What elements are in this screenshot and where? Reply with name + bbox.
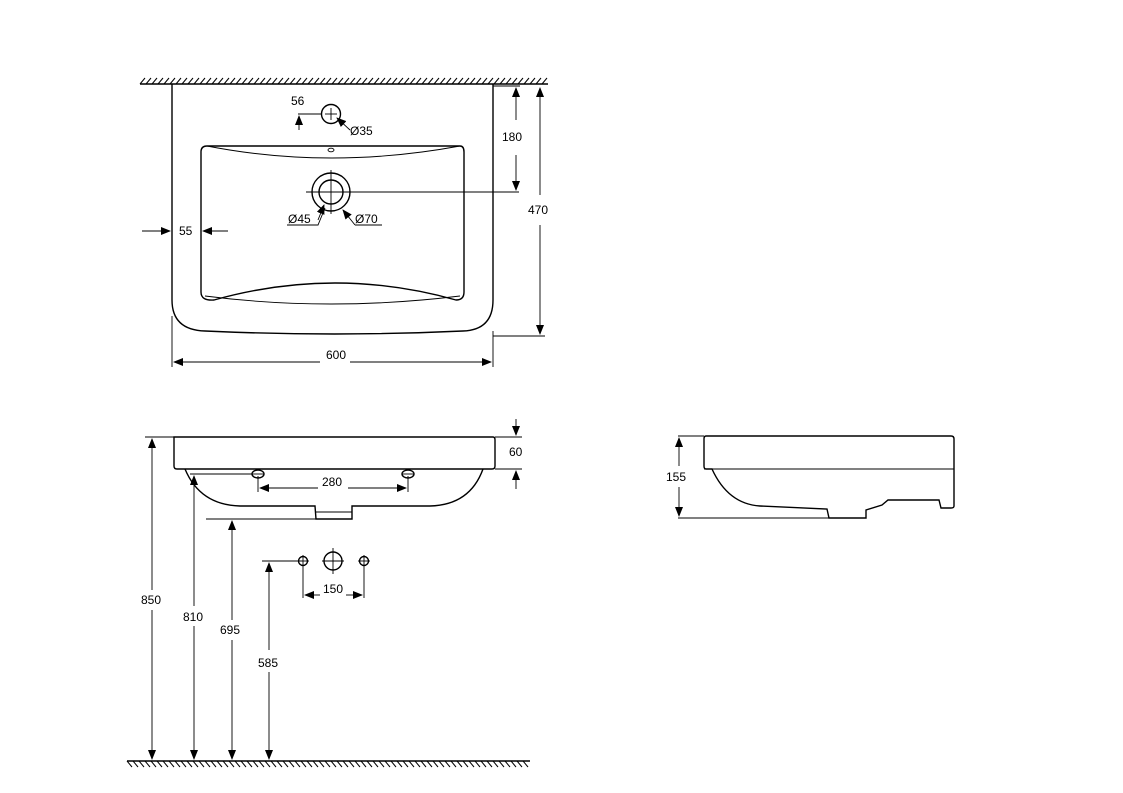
drain-outer-diameter-label: Ø70 [355, 212, 378, 226]
rim-width-label: 55 [179, 224, 193, 238]
basin-side-profile [703, 435, 955, 519]
top-view: 56 Ø35 Ø45 Ø70 180 470 55 [139, 77, 548, 367]
bowl-outline-top [200, 145, 465, 301]
supply-outlet-right [358, 555, 370, 598]
bracket-spacing-label: 280 [322, 475, 342, 489]
supply-spacing-label: 150 [323, 582, 343, 596]
front-view: 280 60 850 810 695 585 [126, 419, 530, 768]
basin-bowl-front [184, 468, 484, 520]
drain-inner-diameter-label: Ø45 [288, 212, 311, 226]
tap-hole-offset-label: 56 [291, 94, 305, 108]
supply-outlet-left [297, 555, 309, 598]
wall-hatch-top [139, 77, 548, 85]
tap-hole-diameter-label: Ø35 [350, 124, 373, 138]
drain-outlet-center [322, 548, 344, 574]
rim-height-label: 60 [509, 445, 523, 459]
drain-distance-label: 180 [502, 130, 522, 144]
overall-depth-label: 470 [528, 203, 548, 217]
side-view: 155 [666, 435, 955, 519]
basin-rim-front [173, 436, 496, 470]
bracket-height-label: 810 [183, 610, 203, 624]
basin-outline-top [171, 84, 494, 335]
side-height-label: 155 [666, 470, 686, 484]
supply-height-label: 585 [258, 656, 278, 670]
bottom-height-label: 695 [220, 623, 240, 637]
overall-width-label: 600 [326, 348, 346, 362]
total-height-label: 850 [141, 593, 161, 607]
floor-hatch [126, 760, 530, 768]
